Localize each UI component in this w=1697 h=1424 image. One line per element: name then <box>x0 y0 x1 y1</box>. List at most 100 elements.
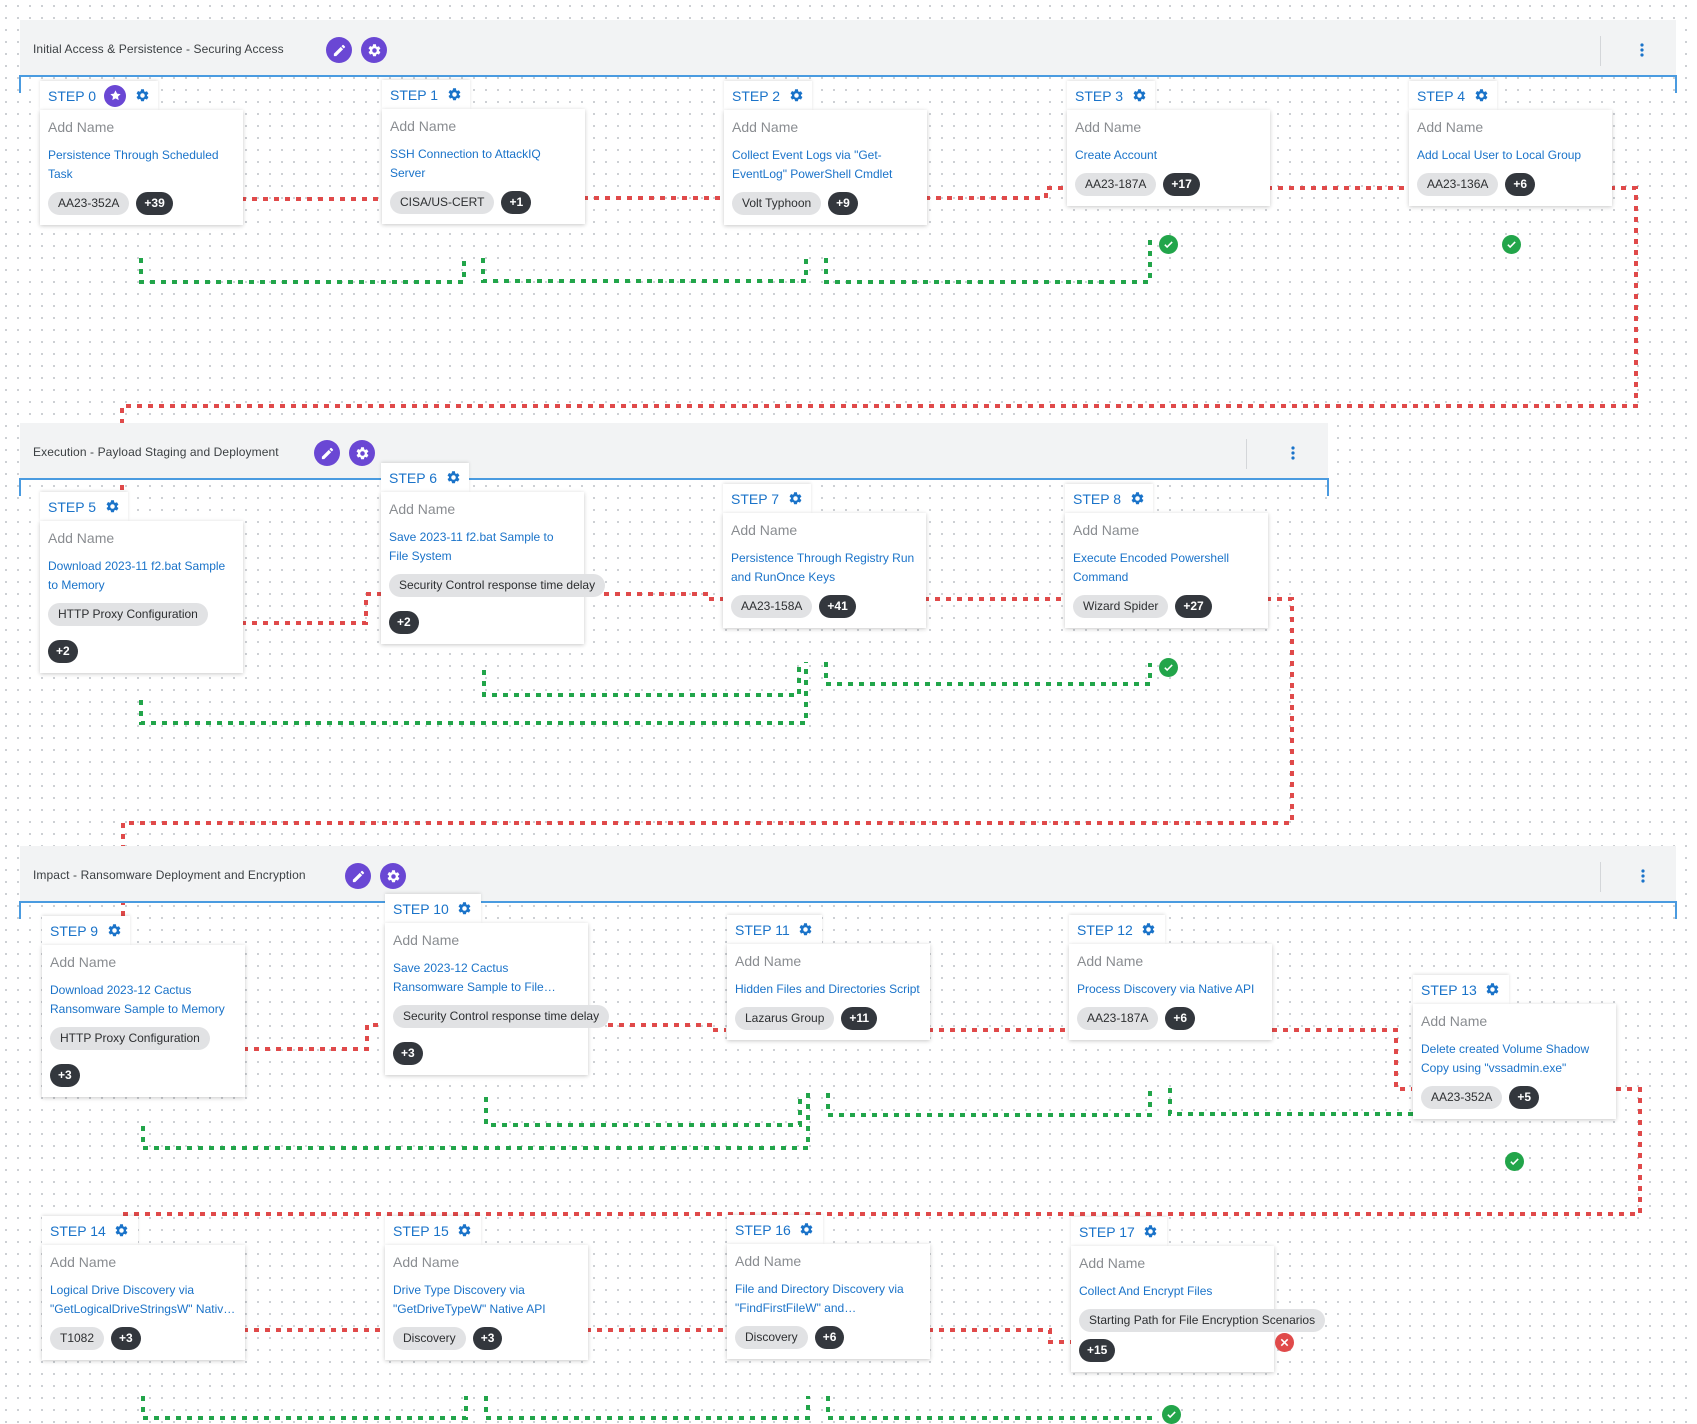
tag-chip[interactable]: Wizard Spider <box>1073 595 1169 618</box>
step-name[interactable]: Add Name <box>735 1253 802 1269</box>
more-tags-button[interactable]: +3 <box>393 1042 423 1065</box>
test-link[interactable]: Download 2023-11 f2.bat Sample to Memory <box>48 559 226 592</box>
tag-chip[interactable]: Volt Typhoon <box>732 192 822 215</box>
more-tags-button[interactable]: +2 <box>48 640 78 663</box>
test-link[interactable]: Process Discovery via Native API <box>1077 982 1255 996</box>
test-link[interactable]: Drive Type Discovery via "GetDriveTypeW"… <box>393 1283 546 1316</box>
step-settings-button[interactable] <box>457 1223 473 1239</box>
edit-phase-button[interactable] <box>326 37 352 63</box>
more-tags-button[interactable]: +5 <box>1509 1086 1540 1109</box>
tag-chip[interactable]: Security Control response time delay <box>393 1005 610 1028</box>
tag-chip[interactable]: AA23-187A <box>1075 173 1157 196</box>
more-tags-button[interactable]: +11 <box>841 1007 878 1030</box>
tag-chip[interactable]: AA23-158A <box>731 595 813 618</box>
phase-settings-button[interactable] <box>380 863 406 889</box>
step-settings-button[interactable] <box>1485 982 1501 998</box>
more-tags-button[interactable]: +41 <box>819 595 856 618</box>
step-name[interactable]: Add Name <box>1075 119 1142 135</box>
step-settings-button[interactable] <box>114 1223 130 1239</box>
more-tags-button[interactable]: +1 <box>501 191 532 214</box>
tag-chip[interactable]: Lazarus Group <box>735 1007 835 1030</box>
step-name[interactable]: Add Name <box>48 530 115 546</box>
step-settings-button[interactable] <box>106 923 122 939</box>
tag-chip[interactable]: AA23-352A <box>1421 1086 1503 1109</box>
test-link[interactable]: Delete created Volume Shadow Copy using … <box>1421 1042 1590 1075</box>
tag-chip[interactable]: Security Control response time delay <box>389 574 606 597</box>
more-tags-button[interactable]: +6 <box>814 1326 845 1349</box>
step-settings-button[interactable] <box>787 491 803 507</box>
step-name[interactable]: Add Name <box>1073 522 1140 538</box>
more-tags-button[interactable]: +15 <box>1079 1339 1116 1362</box>
tag-chip[interactable]: AA23-352A <box>48 192 130 215</box>
test-link[interactable]: Execute Encoded Powershell Command <box>1073 551 1230 584</box>
test-link[interactable]: SSH Connection to AttackIQ Server <box>390 147 541 180</box>
test-link[interactable]: Logical Drive Discovery via "GetLogicalD… <box>50 1283 230 1316</box>
step-name[interactable]: Add Name <box>389 501 456 517</box>
test-link[interactable]: Save 2023-11 f2.bat Sample to File Syste… <box>389 530 554 563</box>
step-name[interactable]: Add Name <box>393 932 460 948</box>
test-link[interactable]: Download 2023-12 Cactus Ransomware Sampl… <box>50 983 225 1016</box>
test-link[interactable]: Persistence Through Registry Run and Run… <box>731 551 915 584</box>
step-settings-button[interactable] <box>1129 491 1145 507</box>
tag-chip[interactable]: AA23-136A <box>1417 173 1499 196</box>
test-link[interactable]: Save 2023-12 Cactus Ransomware Sample to… <box>393 961 544 994</box>
more-tags-button[interactable]: +2 <box>389 611 419 634</box>
step-name[interactable]: Add Name <box>390 118 457 134</box>
edit-phase-button[interactable] <box>314 440 340 466</box>
more-tags-button[interactable]: +6 <box>1505 173 1536 196</box>
tag-chip[interactable]: HTTP Proxy Configuration <box>50 1027 210 1050</box>
step-name[interactable]: Add Name <box>50 954 117 970</box>
more-tags-button[interactable]: +17 <box>1163 173 1200 196</box>
tag-chip[interactable]: Discovery <box>393 1327 466 1350</box>
phase-menu-button[interactable] <box>1633 40 1651 60</box>
step-name[interactable]: Add Name <box>1421 1013 1488 1029</box>
step-name[interactable]: Add Name <box>1079 1255 1146 1271</box>
step-settings-button[interactable] <box>1473 88 1489 104</box>
first-step-badge[interactable] <box>104 84 126 107</box>
phase-menu-button[interactable] <box>1634 866 1652 886</box>
step-settings-button[interactable] <box>445 470 461 486</box>
more-tags-button[interactable]: +3 <box>50 1064 80 1087</box>
test-link[interactable]: File and Directory Discovery via "FindFi… <box>735 1282 904 1315</box>
step-settings-button[interactable] <box>104 499 120 515</box>
step-settings-button[interactable] <box>788 88 804 104</box>
tag-chip[interactable]: T1082 <box>50 1327 105 1350</box>
more-tags-button[interactable]: +27 <box>1175 595 1212 618</box>
step-settings-button[interactable] <box>446 87 462 103</box>
more-tags-button[interactable]: +3 <box>111 1327 141 1350</box>
step-settings-button[interactable] <box>1141 922 1157 938</box>
test-link[interactable]: Persistence Through Scheduled Task <box>48 148 219 181</box>
tag-chip[interactable]: Starting Path for File Encryption Scenar… <box>1079 1309 1326 1332</box>
test-link[interactable]: Add Local User to Local Group <box>1417 148 1582 162</box>
tag-chip[interactable]: Discovery <box>735 1326 808 1349</box>
step-name[interactable]: Add Name <box>735 953 802 969</box>
tag-chip[interactable]: AA23-187A <box>1077 1007 1159 1030</box>
test-link[interactable]: Collect And Encrypt Files <box>1079 1284 1213 1298</box>
tag-chip[interactable]: HTTP Proxy Configuration <box>48 603 208 626</box>
more-tags-button[interactable]: +9 <box>828 192 858 215</box>
more-tags-button[interactable]: +6 <box>1165 1007 1196 1030</box>
edit-phase-button[interactable] <box>345 863 371 889</box>
step-settings-button[interactable] <box>1143 1224 1159 1240</box>
test-link[interactable]: Hidden Files and Directories Script <box>735 982 920 996</box>
phase-menu-button[interactable] <box>1284 443 1302 463</box>
step-settings-button[interactable] <box>134 88 150 104</box>
step-settings-button[interactable] <box>799 1222 815 1238</box>
